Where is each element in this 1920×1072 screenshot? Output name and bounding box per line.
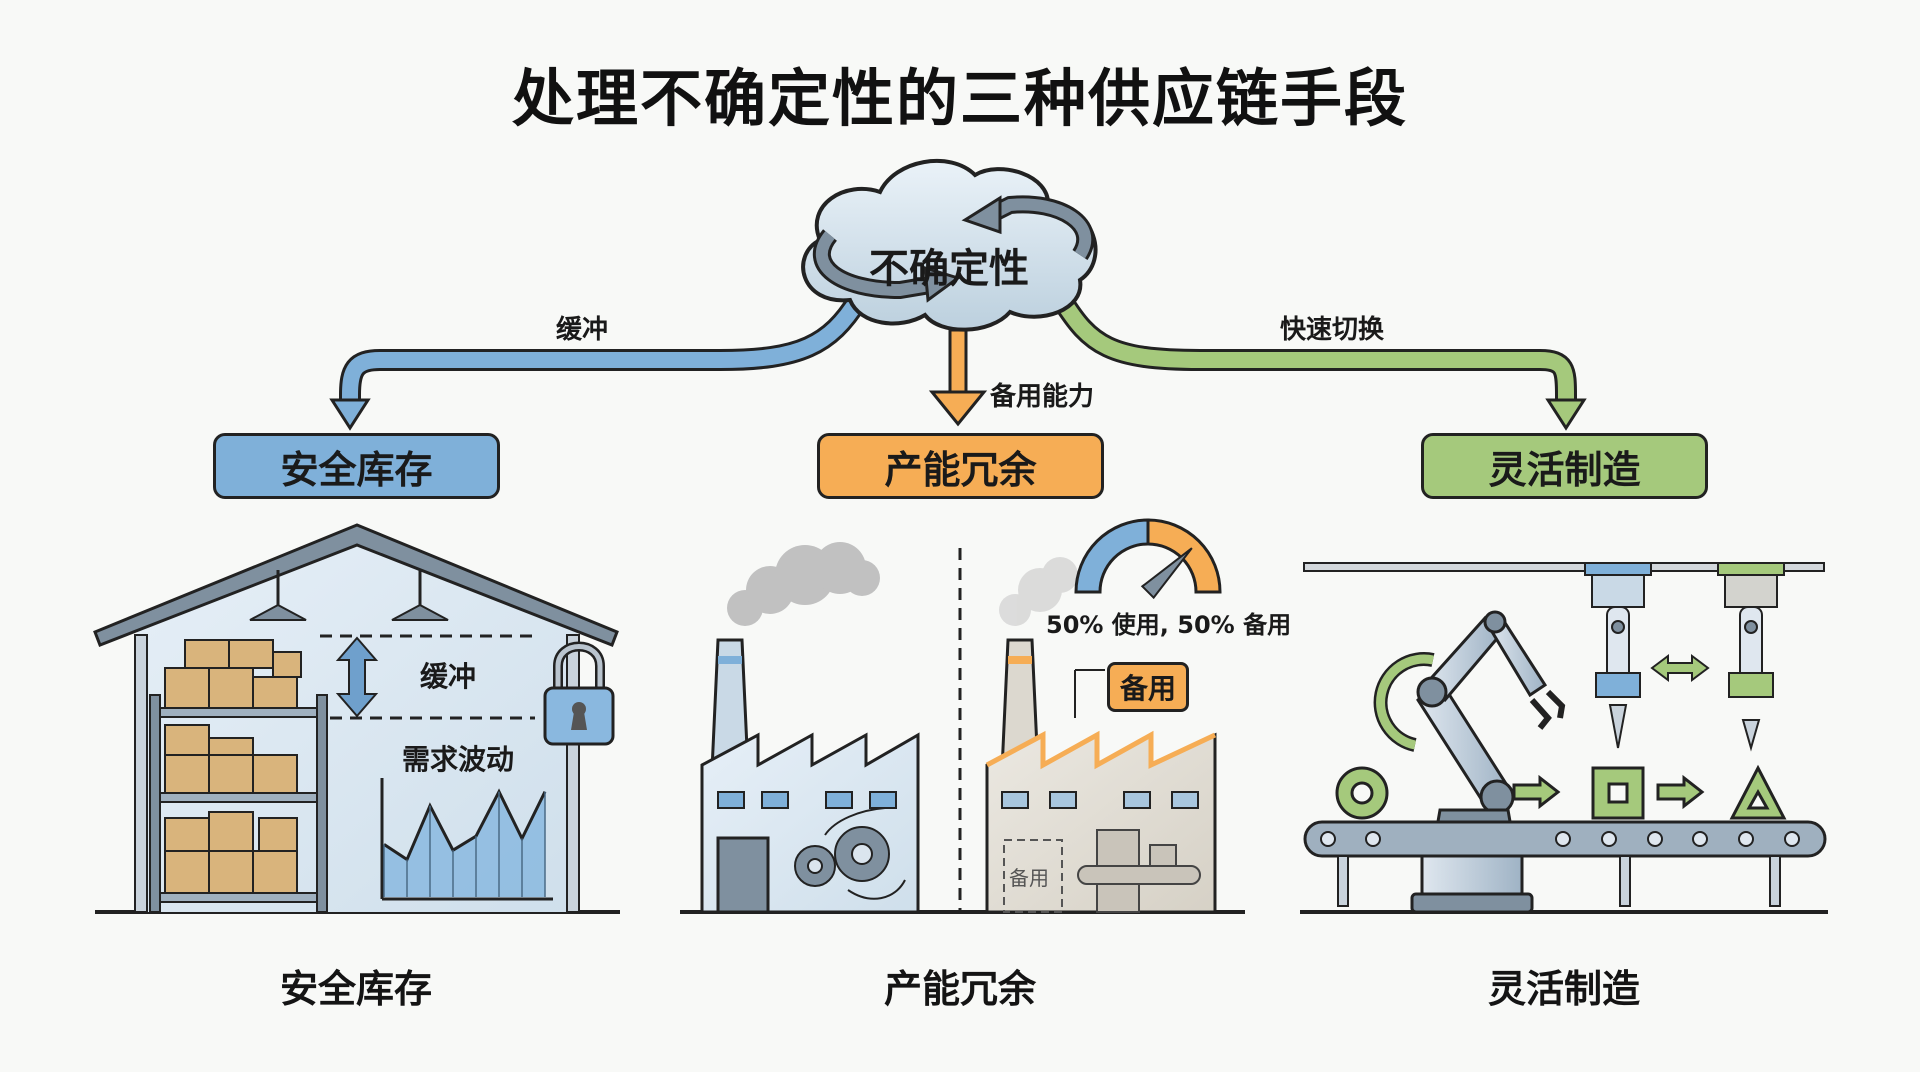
capacity-illustration xyxy=(680,518,1245,914)
gears-icon xyxy=(794,826,890,887)
page-title: 处理不确定性的三种供应链手段 xyxy=(511,62,1408,135)
flow-arrow-buffer xyxy=(329,294,868,431)
tool-head-green-icon xyxy=(1717,562,1785,752)
flow-label-buffer: 缓冲 xyxy=(556,315,609,345)
swap-arrow-icon xyxy=(1650,654,1710,682)
category-box-capacity-redundancy: 产能冗余 xyxy=(817,433,1104,499)
flow-arrow-switch xyxy=(1052,294,1587,431)
caption-capacity-redundancy: 产能冗余 xyxy=(883,967,1036,1011)
shelf-with-boxes-icon xyxy=(149,639,328,913)
category-box-safety-stock: 安全库存 xyxy=(213,433,500,499)
active-factory-icon xyxy=(700,638,920,914)
flow-label-switch: 快速切换 xyxy=(1280,315,1385,345)
capacity-gauge-icon xyxy=(1074,518,1222,600)
robot-arm-icon xyxy=(1373,610,1566,914)
flow-label-reserve: 备用能力 xyxy=(990,382,1095,412)
caption-flexible-manufacturing: 灵活制造 xyxy=(1487,967,1640,1011)
conveyor-icon xyxy=(1303,820,1827,907)
uncertainty-cloud-icon xyxy=(801,159,1098,332)
caption-safety-stock: 安全库存 xyxy=(279,967,432,1011)
demand-fluctuation-label: 需求波动 xyxy=(402,743,515,776)
uncertainty-label: 不确定性 xyxy=(869,246,1029,292)
lock-icon xyxy=(543,641,615,746)
demand-chart xyxy=(380,778,553,901)
gauge-label: 50% 使用, 50% 备用 xyxy=(1046,611,1292,639)
flexible-manufacturing-illustration xyxy=(1300,562,1828,914)
category-box-flexible-manufacturing: 灵活制造 xyxy=(1421,433,1708,499)
reserve-area-label: 备用 xyxy=(1009,866,1049,890)
warehouse-illustration xyxy=(93,523,620,914)
flow-arrow-reserve xyxy=(928,328,988,427)
double-arrow-icon xyxy=(335,636,379,718)
reserve-factory-icon xyxy=(985,638,1217,914)
reserve-tag: 备用 xyxy=(1107,662,1190,712)
tool-head-blue-icon xyxy=(1584,562,1652,749)
buffer-label: 缓冲 xyxy=(420,660,477,693)
product-shapes xyxy=(1335,764,1787,820)
